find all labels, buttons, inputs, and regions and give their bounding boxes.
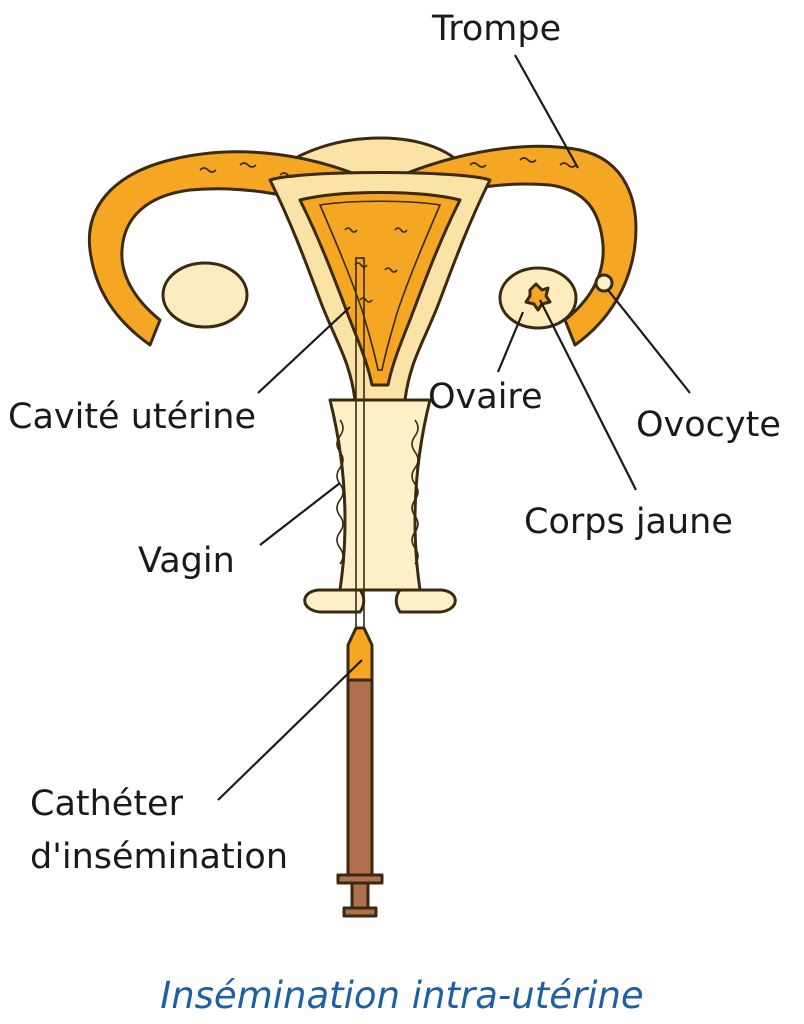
vaginal-rugae-right: [411, 419, 419, 565]
label-trompe: Trompe: [431, 9, 561, 49]
leader-ovaire: [496, 311, 525, 373]
leader-vagin: [259, 482, 341, 546]
label-ovocyte: Ovocyte: [636, 405, 781, 445]
left-fallopian-tube: [87, 150, 372, 347]
leader-corps-jaune: [539, 299, 637, 491]
uterine-wall: [298, 191, 462, 387]
label-vagin: Vagin: [138, 541, 235, 581]
left-ovary: [161, 261, 249, 329]
catheter-tip: [346, 626, 374, 682]
caption: Insémination intra-utérine: [160, 974, 643, 1017]
label-ovaire: Ovaire: [428, 377, 543, 417]
label-catheter-line2: d'insémination: [30, 837, 288, 877]
leader-trompe: [514, 54, 579, 169]
uterine-cavity: [318, 200, 442, 371]
corpus-luteum: [524, 282, 552, 312]
vulva: [303, 588, 457, 614]
right-fallopian-tube: [388, 144, 638, 347]
vaginal-rugae-left: [336, 419, 344, 565]
leader-cavite: [257, 306, 351, 394]
label-catheter-line1: Cathéter: [30, 784, 184, 824]
sperm-cells: [199, 157, 577, 303]
label-corps-jaune: Corps jaune: [524, 502, 733, 542]
leader-catheter: [217, 659, 363, 801]
catheter-barrel: [346, 678, 374, 877]
vagina: [328, 398, 432, 592]
catheter-plunger-end: [342, 906, 378, 918]
leader-ovocyte: [607, 289, 691, 394]
oocyte: [594, 273, 614, 293]
label-cavite-uterine: Cavité utérine: [8, 397, 256, 437]
